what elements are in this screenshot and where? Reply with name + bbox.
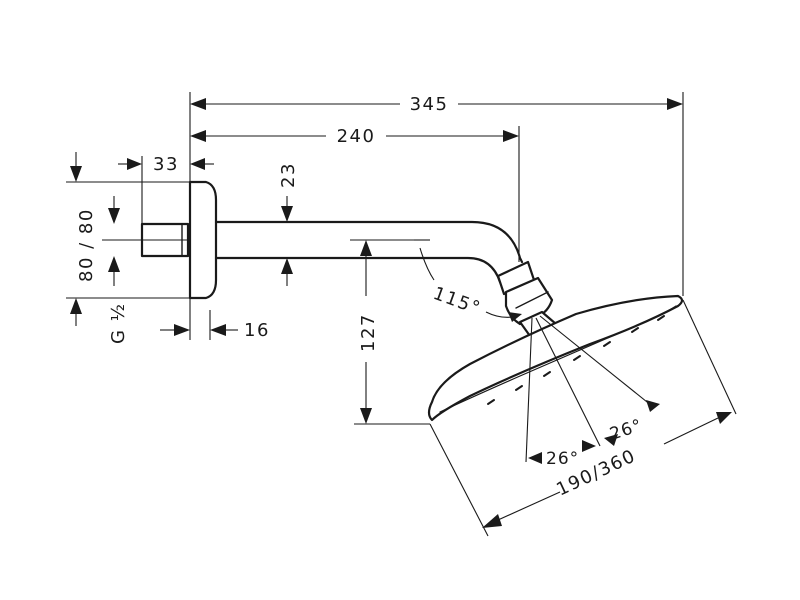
arm-tube-bottom xyxy=(214,256,504,288)
dim-label-26-left: 26° xyxy=(546,449,579,469)
dimension-flange-depth: 16 xyxy=(160,298,270,341)
dim-label-115: 115° xyxy=(430,283,484,320)
dimension-wall-distance: 80 / 80 G ½ xyxy=(66,152,190,344)
dimension-height: 127 xyxy=(350,239,430,425)
ball-joint-line xyxy=(515,291,549,309)
dimension-arm-length: 240 xyxy=(190,126,520,262)
dimension-pipe-diameter: 23 xyxy=(278,162,299,286)
shower-head-face xyxy=(439,305,677,413)
wall-flange xyxy=(188,180,218,300)
dimension-total-length: 345 xyxy=(189,92,684,296)
arm-tube-top xyxy=(214,220,524,264)
shower-arm-assembly xyxy=(140,180,558,338)
dimension-tilt-angles: 26° 26° xyxy=(525,315,660,469)
dim-label-127: 127 xyxy=(358,313,379,352)
spray-nozzles xyxy=(487,315,665,405)
dim-label-345: 345 xyxy=(410,94,449,115)
dim-label-26-right: 26° xyxy=(607,415,645,444)
dim-label-23: 23 xyxy=(278,162,299,188)
dim-label-16: 16 xyxy=(244,320,270,341)
dim-label-thread: G ½ xyxy=(108,302,129,344)
dim-label-80-80: 80 / 80 xyxy=(76,208,97,282)
dim-label-33: 33 xyxy=(153,154,179,175)
dimension-flange-offset: 33 xyxy=(118,154,214,224)
dim-label-240: 240 xyxy=(337,126,376,147)
